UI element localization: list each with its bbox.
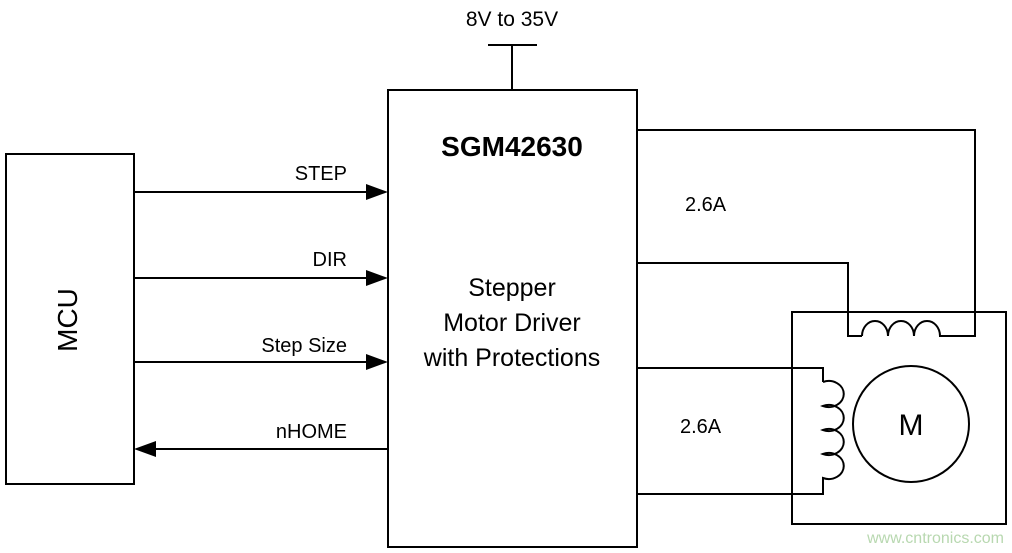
driver-desc-line3: with Protections [423, 344, 600, 372]
driver-part-number: SGM42630 [441, 131, 583, 162]
dir-arrow [366, 270, 388, 286]
coil-a-current-label: 2.6A [685, 194, 727, 216]
mcu-label: MCU [52, 288, 83, 352]
coil-b-current-label: 2.6A [680, 416, 722, 438]
coil-a-wire-mid [637, 262, 862, 337]
motor-circle [852, 365, 970, 483]
motor-box [791, 311, 1007, 525]
dir-label: DIR [313, 249, 347, 271]
coil-a-wire-top [637, 129, 976, 337]
mcu-block [5, 153, 135, 485]
supply-voltage-label: 8V to 35V [466, 8, 558, 31]
step-size-arrow [366, 354, 388, 370]
nhome-label: nHOME [276, 421, 347, 443]
coil-b-winding [820, 380, 845, 480]
watermark: www.cntronics.com [866, 530, 1004, 547]
driver-desc-line2: Motor Driver [443, 309, 581, 337]
step-label: STEP [295, 163, 347, 185]
driver-desc-line1: Stepper [468, 274, 556, 302]
step-size-label: Step Size [261, 335, 347, 357]
coil-a-winding [861, 320, 962, 337]
driver-block [387, 89, 638, 548]
coil-b-wire-top [637, 367, 824, 382]
coil-b-wire-bottom [637, 480, 824, 495]
nhome-arrow [134, 441, 156, 457]
step-arrow [366, 184, 388, 200]
motor-label: M [899, 409, 924, 442]
